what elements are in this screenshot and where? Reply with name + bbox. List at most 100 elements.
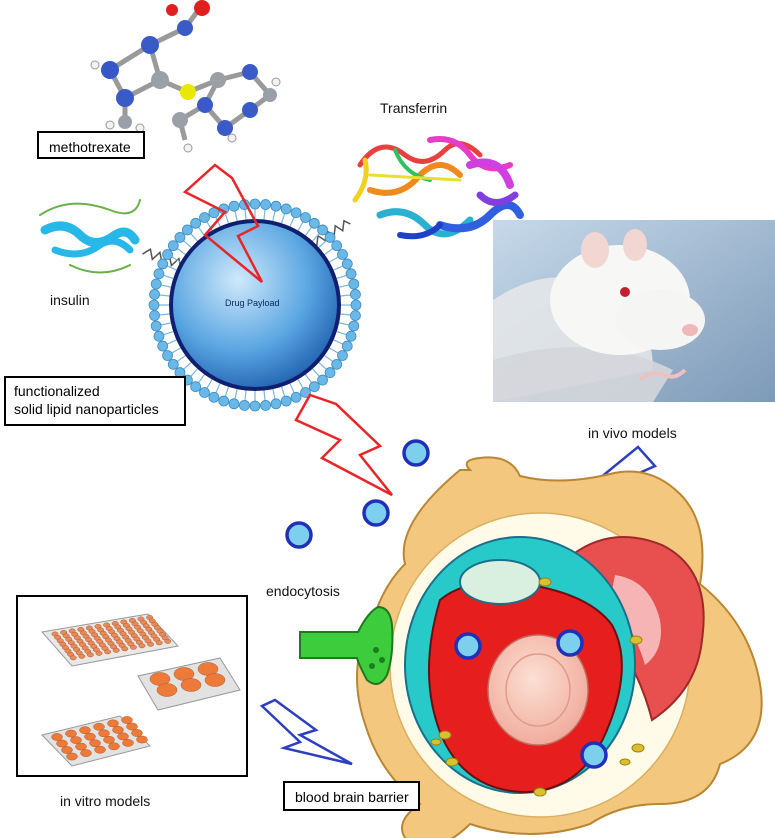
well [138,643,146,649]
sln-label-line1: functionalized [14,383,100,399]
in-vivo-label: in vivo models [588,425,677,441]
lipid-head [350,310,361,321]
well [131,729,143,737]
lipid-head [153,268,165,280]
lipid-head [341,258,353,270]
lightning-bolt-bottom [259,698,353,766]
lightning-bolt-middle [294,393,393,497]
lipid-head [150,278,162,290]
lipid-head [260,400,271,411]
well [112,726,124,734]
lipid-head [190,381,202,393]
well [61,746,73,754]
lipid-head [167,240,179,252]
rat-photo [493,220,775,402]
lipid-head [167,358,179,370]
well [69,655,77,661]
lipid-head [317,224,328,236]
well [121,646,129,652]
well [94,745,106,754]
well [65,729,77,738]
well [126,722,138,731]
lipid-head [290,391,302,403]
well-plate-6 [137,657,241,711]
well [204,673,226,687]
insulin-protein [39,199,141,274]
lipid-head [153,330,165,342]
well-plate-24 [41,715,151,767]
lipid-head [280,203,292,215]
well [98,729,110,738]
lipid-head [149,310,160,321]
methotrexate-molecule [90,0,281,153]
lipid-head [228,398,240,410]
lipid-head [149,289,160,300]
well [79,726,91,735]
well [107,719,119,728]
well [122,739,134,747]
lightning-bolt-top [182,163,264,283]
lipid-head [280,395,292,407]
bbb-capillary [356,456,763,838]
well [66,752,78,761]
lipid-head [174,232,186,243]
sln-label-line2: solid lipid nanoparticles [14,401,159,417]
in-vitro-label: in vitro models [60,793,151,809]
well [84,732,96,741]
lipid-head [249,198,261,210]
well-plate-96 [41,613,179,667]
well [136,735,148,744]
well [147,641,155,647]
well [103,735,115,744]
nanoparticle [580,741,608,769]
lipid-head [317,374,328,386]
lipid-head [308,381,320,393]
lipid-head [249,400,261,412]
free-nanoparticles [285,439,430,549]
lipid-head [331,240,343,252]
well [155,640,163,646]
lipid-head [350,289,361,300]
lipid-head [199,212,210,223]
well [164,638,172,644]
methotrexate-label: methotrexate [37,131,145,159]
lipid-head [324,232,336,243]
drug-payload-label: Drug Payload [225,298,280,308]
transferrin-label: Transferrin [380,100,448,116]
lipid-head [270,398,282,410]
lipid-head [162,249,173,260]
lipid-head [260,199,271,210]
lipid-head [341,340,353,352]
well [121,716,133,724]
transferrin-protein [352,136,524,240]
lipid-head [290,207,302,219]
well [78,653,86,659]
well [80,749,92,757]
lipid-head [148,299,160,311]
lipid-head [199,387,210,398]
lipid-head [308,217,320,229]
well [70,736,82,744]
lipid-head [300,212,311,223]
lipid-head [331,358,343,370]
well [95,650,103,656]
bbb-label: blood brain barrier [283,781,420,811]
nanoparticle [556,629,584,657]
sln-label: functionalized solid lipid nanoparticles [4,376,186,426]
lipid-head [350,299,362,311]
well [104,649,112,655]
lipid-head [345,268,357,280]
lipid-head [270,200,282,212]
well [156,683,178,697]
well [180,678,202,692]
lipid-head [150,320,162,332]
lipid-head [182,224,193,236]
lipid-head [208,391,220,403]
lipid-head [337,350,348,361]
lipid-head [190,217,202,229]
well [86,652,94,658]
lipid-head [337,249,348,260]
lipid-head [348,278,360,290]
well [89,739,101,748]
